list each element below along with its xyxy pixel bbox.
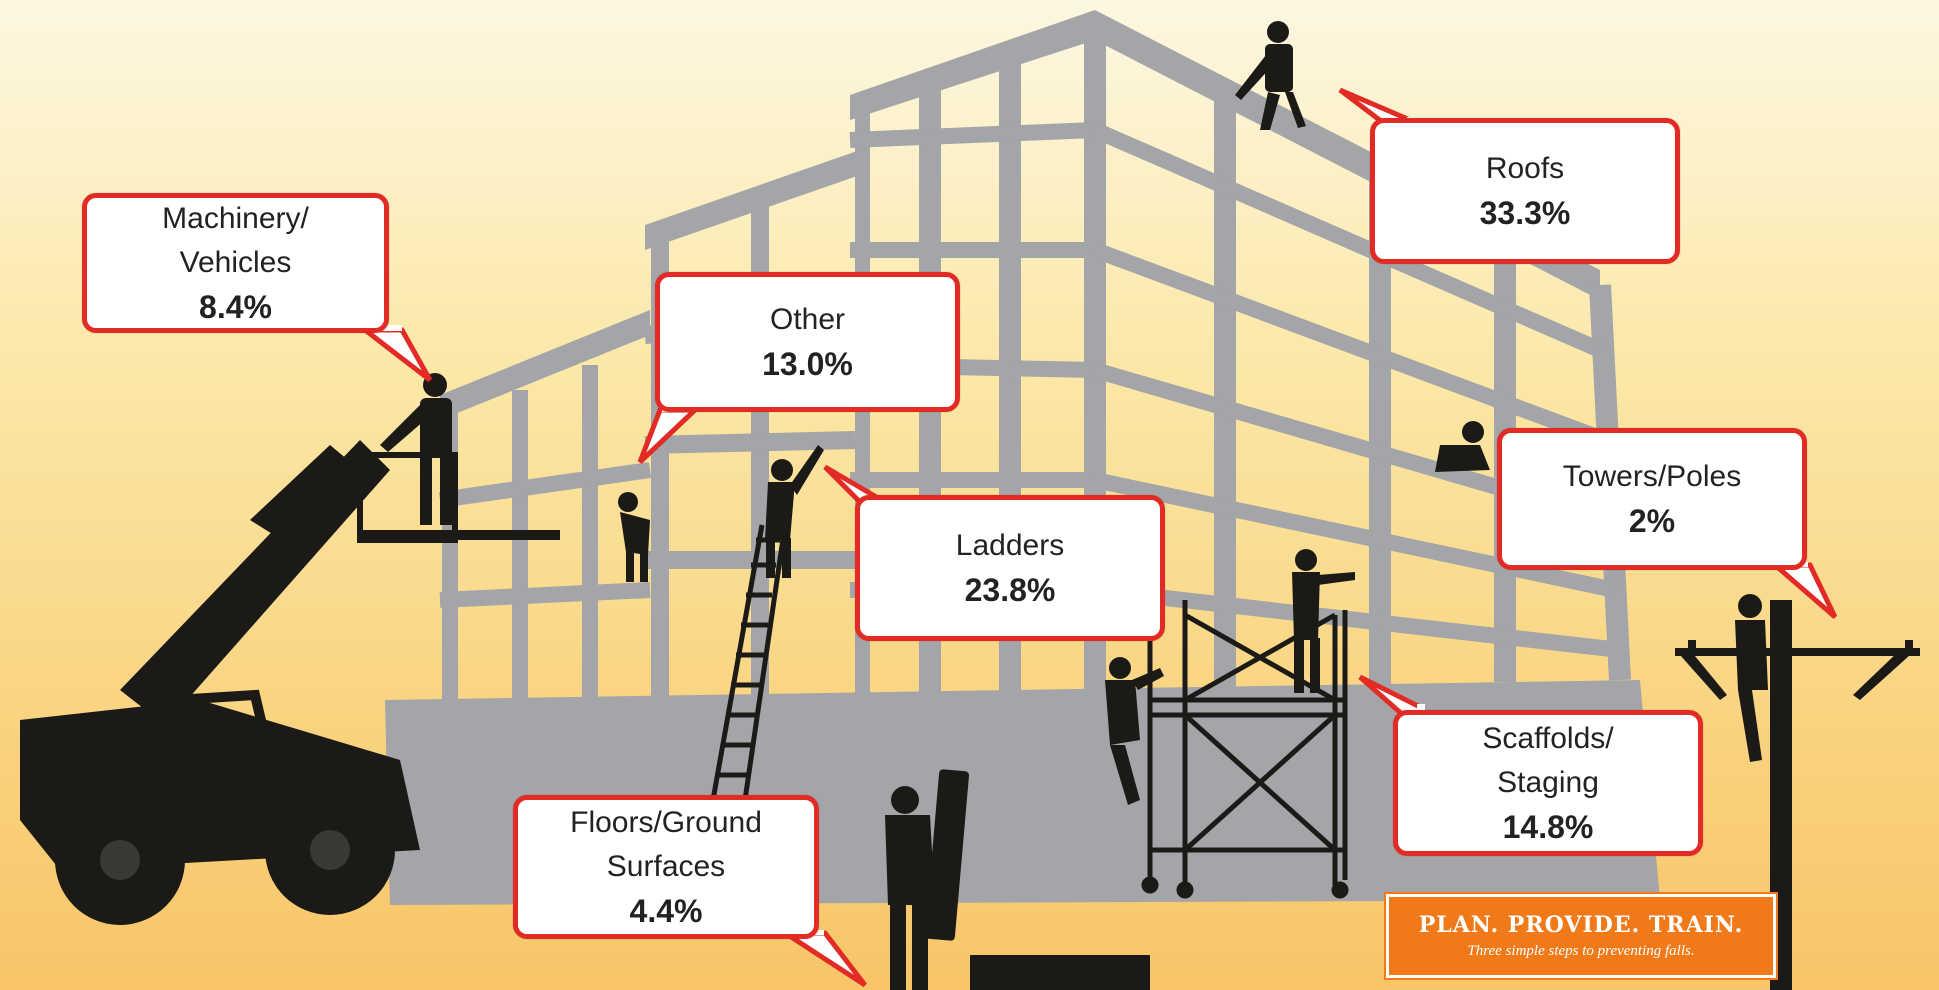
callout-label: Machinery/ [162,202,309,235]
worker-silhouette-icon [885,769,970,990]
worker-silhouette-icon [1435,421,1490,472]
callout-floors-ground-surfaces: Floors/Ground Surfaces 4.4% [513,795,819,939]
callout-percent: 8.4% [199,289,272,325]
worker-silhouette-icon [1235,21,1306,130]
worker-silhouette-icon [765,445,824,578]
callout-tail [360,325,433,382]
worker-silhouette-icon [618,492,650,582]
telehandler-icon [20,373,560,925]
callout-label: Vehicles [179,246,292,279]
callout-roofs: Roofs 33.3% [1370,118,1680,264]
callout-scaffolds-staging: Scaffolds/ Staging 14.8% [1393,710,1703,856]
callout-percent: 2% [1628,503,1676,539]
callout-label: Ladders [955,529,1065,562]
scaffold-icon [1141,600,1349,899]
plan-provide-train-banner: PLAN. PROVIDE. TRAIN. Three simple steps… [1386,894,1776,978]
callout-label: Towers/Poles [1562,460,1742,493]
worker-silhouette-icon [1735,594,1768,762]
callout-label: Staging [1497,766,1599,799]
worker-silhouette-icon [1105,657,1164,805]
banner-subtitle: Three simple steps to preventing falls. [1467,943,1695,959]
callout-tail [1770,562,1838,619]
callout-towers-poles: Towers/Poles 2% [1497,428,1807,570]
callout-tail [780,930,867,988]
callout-percent: 14.8% [1502,809,1594,845]
callout-label: Other [769,303,846,336]
callout-percent: 23.8% [964,572,1056,608]
callout-other: Other 13.0% [655,272,960,412]
callout-machinery-vehicles: Machinery/ Vehicles 8.4% [82,193,389,333]
ladder-icon [710,524,788,801]
callout-label: Roofs [1485,152,1565,185]
callout-label: Scaffolds/ [1482,722,1614,755]
utility-pole-icon [1675,600,1920,990]
callout-percent: 4.4% [629,893,703,929]
callout-ladders: Ladders 23.8% [855,495,1165,641]
callout-tail [637,407,700,464]
callout-label: Floors/Ground [570,806,762,839]
callout-percent: 13.0% [762,346,853,382]
callout-label: Surfaces [606,850,726,883]
ground-block [970,955,1150,990]
worker-silhouette-icon [1292,549,1355,693]
callout-percent: 33.3% [1479,195,1571,231]
banner-title: PLAN. PROVIDE. TRAIN. [1418,912,1744,938]
